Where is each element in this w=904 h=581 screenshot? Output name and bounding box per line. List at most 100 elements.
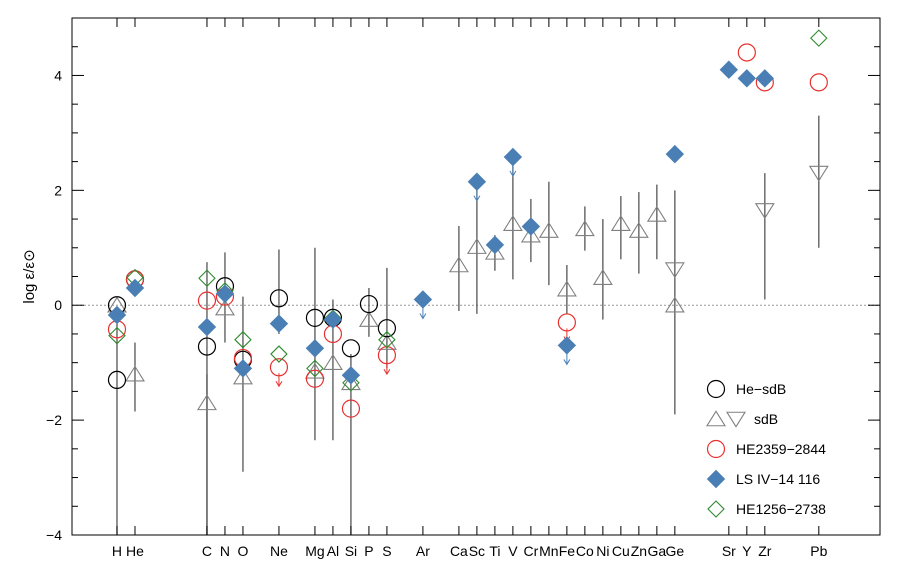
error-bars	[116, 115, 820, 535]
data-point	[557, 336, 577, 355]
data-point	[107, 370, 127, 389]
x-tick-label: Ti	[489, 543, 500, 559]
legend-marker	[706, 379, 726, 399]
data-point	[269, 358, 289, 377]
upper-limit-arrow-head	[419, 313, 427, 320]
x-tick-label: Zr	[758, 543, 772, 559]
x-tick-label: Sr	[722, 543, 736, 559]
data-point	[737, 69, 757, 88]
y-tick-label: 0	[54, 297, 62, 313]
data-point	[484, 243, 505, 260]
data-point	[358, 310, 379, 327]
data-point	[665, 144, 685, 164]
legend-label: sdB	[754, 411, 778, 427]
x-tick-label: Ar	[416, 543, 430, 559]
legend-label: HE2359−2844	[736, 441, 826, 457]
legend-marker-up	[706, 410, 726, 427]
x-tick-label: Si	[345, 543, 357, 559]
x-tick-label: P	[364, 543, 373, 559]
data-point	[196, 394, 217, 411]
x-tick-label: O	[238, 543, 249, 559]
x-tick-label: C	[202, 543, 212, 559]
data-point	[359, 294, 379, 314]
x-tick-label: Y	[742, 543, 752, 559]
data-point	[628, 221, 649, 238]
legend-marker	[706, 439, 726, 459]
data-point	[808, 165, 829, 182]
data-point	[341, 339, 361, 358]
plot-frame	[71, 17, 881, 536]
data-point	[485, 235, 505, 255]
data-point	[108, 326, 126, 345]
x-tick-label: S	[382, 543, 391, 559]
x-tick-label: Ga	[648, 543, 667, 559]
x-tick-label: V	[508, 543, 518, 559]
data-point	[592, 268, 613, 285]
x-tick-label: Sc	[469, 543, 485, 559]
legend-label: LS IV−14 116	[736, 471, 820, 487]
legend-entry: sdB	[706, 410, 778, 428]
data-point	[467, 172, 487, 191]
data-point	[197, 291, 217, 310]
x-tick-label: Mn	[539, 543, 558, 559]
y-axis-label: log ε/ε⊙	[21, 249, 38, 303]
data-point	[214, 299, 235, 316]
series-ls-iv-14-116	[107, 60, 775, 385]
data-point	[305, 308, 325, 327]
series-markers	[106, 29, 829, 418]
data-point	[233, 359, 253, 378]
data-point	[232, 368, 253, 385]
data-point	[234, 330, 252, 349]
x-tick-label: H	[112, 543, 122, 559]
series-he2359-2844	[107, 43, 828, 418]
x-tick-label: Zn	[631, 543, 647, 559]
data-point	[737, 43, 756, 62]
data-point	[448, 256, 469, 273]
data-point	[322, 353, 343, 370]
data-point	[376, 333, 397, 350]
x-tick-label: Ne	[270, 543, 288, 559]
data-point	[377, 319, 397, 338]
data-point	[215, 284, 235, 303]
x-tick-label: N	[220, 543, 230, 559]
legend: He−sdB sdB HE2359−2844 LS IV−14 116HE1256−2…	[706, 379, 826, 518]
upper-limit-arrow-head	[563, 359, 571, 366]
x-tick-label: Cr	[523, 543, 538, 559]
y-tick-label: −2	[46, 412, 62, 428]
data-point	[503, 147, 523, 167]
data-point	[197, 317, 217, 337]
legend-entry: HE1256−2738	[707, 500, 826, 518]
data-point	[610, 214, 631, 231]
legend-marker-down	[726, 411, 746, 428]
data-point	[197, 337, 217, 356]
data-point	[323, 310, 343, 329]
data-point	[538, 221, 559, 238]
data-point	[719, 60, 739, 79]
upper-limit-arrow-head	[473, 195, 481, 202]
data-point	[269, 314, 289, 333]
data-point	[377, 346, 397, 365]
data-point	[754, 203, 775, 220]
data-point	[521, 217, 541, 236]
legend-label: He−sdB	[736, 381, 786, 397]
legend-marker	[706, 469, 726, 489]
data-point	[305, 339, 325, 358]
data-point	[340, 374, 361, 391]
data-point	[646, 205, 667, 222]
x-tick-label: Ge	[666, 543, 685, 559]
upper-limit-arrow-head	[383, 368, 391, 376]
data-point	[341, 399, 361, 418]
data-point	[342, 373, 360, 392]
x-tick-label: Cu	[612, 543, 630, 559]
x-tick-label: Pb	[810, 543, 827, 559]
data-point	[125, 278, 145, 298]
data-point	[574, 220, 595, 237]
legend-entry: LS IV−14 116	[706, 469, 820, 489]
data-point	[664, 262, 685, 279]
y-tick-label: 2	[54, 182, 62, 198]
data-point	[810, 29, 828, 47]
x-tick-label: Fe	[559, 543, 576, 559]
data-point	[341, 366, 361, 385]
x-tick-label: Mg	[305, 543, 324, 559]
